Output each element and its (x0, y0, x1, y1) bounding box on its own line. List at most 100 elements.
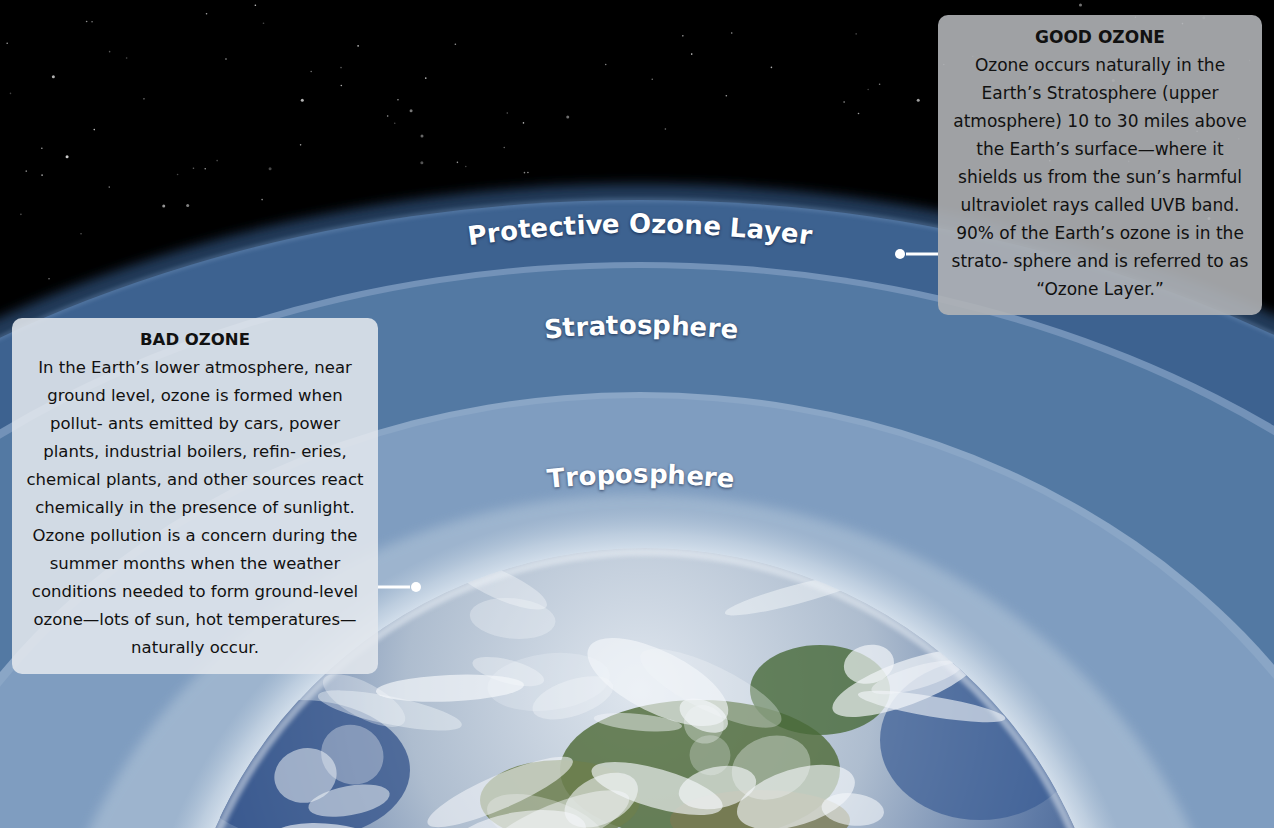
star (25, 170, 27, 172)
label-glyph: e (716, 464, 736, 492)
star (524, 172, 526, 174)
star (52, 75, 55, 78)
cloud (310, 714, 394, 796)
star (455, 43, 457, 45)
star (177, 174, 179, 176)
star (387, 115, 389, 117)
stratosphere-band (0, 268, 1274, 828)
star (421, 135, 424, 138)
label-glyph: e (719, 315, 739, 342)
cloud (601, 826, 702, 828)
callout-box: GOOD OZONEOzone occurs naturally in the … (938, 15, 1262, 315)
cloud (820, 790, 886, 828)
star (109, 51, 111, 53)
star (523, 122, 525, 124)
label-glyph: s (633, 461, 648, 487)
star (301, 99, 304, 102)
star (420, 161, 423, 164)
star (186, 204, 189, 207)
star (20, 214, 22, 216)
cloud (684, 729, 737, 781)
label-glyph: h (667, 461, 687, 488)
label-glyph: e (703, 213, 722, 240)
label-glyph: o (666, 211, 685, 238)
star (310, 71, 312, 73)
star (410, 109, 413, 112)
label-glyph: r (706, 314, 721, 341)
label-glyph: p (652, 312, 671, 338)
star (665, 128, 667, 130)
star (506, 112, 508, 114)
cloud (446, 550, 553, 618)
label-glyph: n (684, 212, 704, 239)
label-glyph: S (543, 315, 564, 343)
star (465, 166, 467, 168)
label-glyph: c (547, 213, 564, 240)
star (93, 129, 95, 131)
layer-boundary (0, 262, 1274, 828)
label-glyph: s (637, 312, 653, 338)
cloud (723, 726, 818, 810)
layer-label: Stratosphere (531, 300, 752, 353)
star (457, 162, 459, 164)
label-glyph: T (546, 464, 566, 492)
star (1079, 3, 1082, 6)
star (216, 160, 218, 162)
label-glyph: i (576, 212, 586, 238)
star (843, 101, 845, 103)
star (86, 21, 88, 23)
star (162, 204, 165, 207)
star (269, 167, 272, 170)
cloud (593, 710, 683, 735)
star (855, 33, 857, 35)
label-glyph: o (577, 462, 596, 489)
label-glyph (620, 211, 629, 237)
label-glyph: t (563, 213, 577, 240)
star (41, 147, 43, 149)
label-glyph: p (596, 461, 616, 488)
label-glyph: a (588, 312, 607, 339)
callout-text: In the Earth’s lower atmosphere, near gr… (22, 354, 368, 662)
star (66, 155, 69, 158)
label-glyph: e (529, 214, 549, 241)
leader-dot (895, 249, 905, 259)
star (691, 53, 693, 55)
cloud (375, 672, 524, 705)
star (108, 186, 110, 188)
star (397, 99, 399, 101)
label-glyph: z (651, 211, 667, 237)
label-glyph: o (618, 312, 636, 338)
star (261, 199, 263, 201)
star (300, 144, 302, 146)
label-glyph: e (602, 211, 620, 237)
callout-heading: BAD OZONE (22, 326, 368, 354)
star (425, 77, 427, 79)
cloud (527, 667, 618, 728)
star (651, 78, 653, 80)
label-glyph: e (689, 313, 708, 340)
star (566, 115, 569, 118)
label-glyph: t (606, 312, 619, 338)
leader-line (378, 586, 410, 589)
star (6, 43, 8, 45)
label-glyph: e (685, 462, 704, 489)
star (858, 113, 860, 115)
callout-text: Ozone occurs naturally in the Earth’s St… (948, 51, 1252, 303)
star (682, 35, 684, 37)
star (879, 83, 881, 85)
star (10, 93, 12, 95)
callout-heading: GOOD OZONE (948, 23, 1252, 51)
label-glyph: r (797, 222, 813, 250)
label-glyph: v (585, 211, 603, 238)
star (341, 85, 343, 87)
leader-dot (411, 582, 421, 592)
star (503, 147, 505, 149)
label-glyph: o (499, 217, 520, 245)
star (731, 32, 733, 34)
label-glyph: a (746, 216, 766, 244)
star (357, 45, 359, 47)
star (126, 57, 128, 59)
star (255, 4, 257, 6)
star (80, 233, 82, 235)
layer-label: Protective Ozone Layer (455, 199, 825, 259)
